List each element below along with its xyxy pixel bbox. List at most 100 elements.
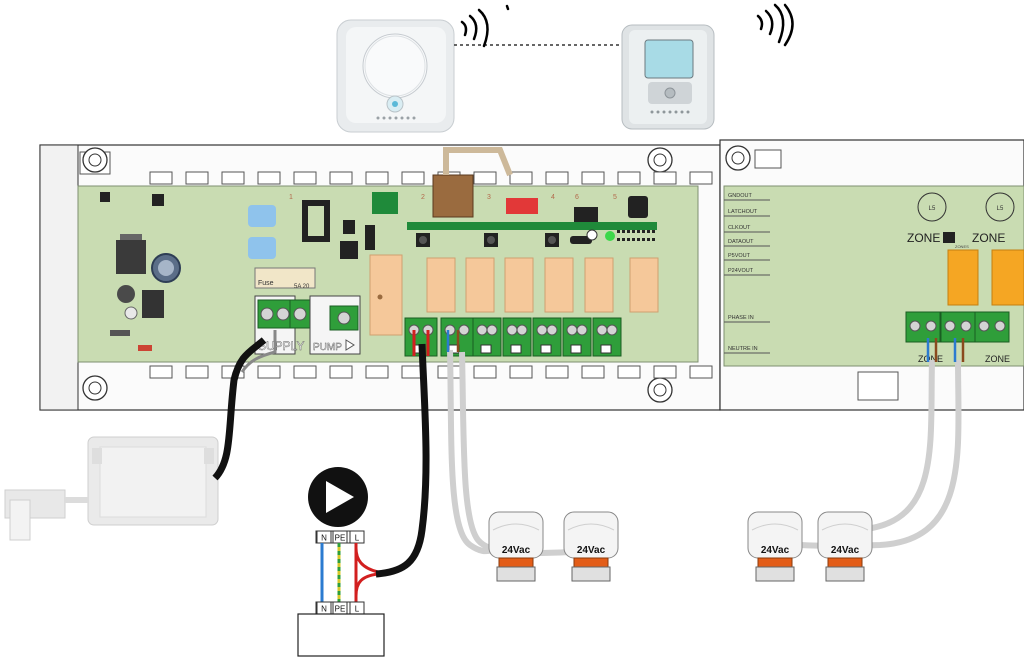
supply-label: SUPPLY	[258, 339, 304, 353]
terminal-tag	[480, 344, 492, 354]
dial-thermostat	[336, 19, 455, 133]
expansion-module-housing: GNDOUTLATCHOUTCLKOUTDATAOUTP5VOUTP24VOUT…	[719, 139, 1024, 411]
actuator-voltage-label: 24Vac	[831, 545, 860, 556]
thermal-actuator: 24Vac	[563, 511, 619, 582]
zone-small-label: ZONES	[955, 244, 969, 249]
channel-relay	[584, 257, 614, 313]
terminal-tag	[600, 344, 612, 354]
circulation-pump-icon	[308, 467, 368, 527]
housing-clip	[473, 365, 497, 379]
channel-number: 1	[289, 194, 293, 201]
terminal-tag	[510, 344, 522, 354]
housing-clip	[185, 365, 209, 379]
housing-clip	[581, 171, 605, 185]
header-pin	[652, 238, 655, 241]
pump-terminal-label: L	[355, 534, 360, 543]
expansion-signal-label: DATAOUT	[728, 239, 754, 245]
channel-relay	[544, 257, 574, 313]
housing-clip	[689, 171, 713, 185]
housing-clip	[329, 171, 353, 185]
terminal-screw	[476, 324, 488, 336]
supply-cable	[212, 337, 267, 481]
housing-clip	[257, 365, 281, 379]
channel-number: 6	[575, 194, 579, 201]
housing-clip	[365, 365, 389, 379]
expansion-signal-label: PHASE IN	[728, 315, 754, 321]
channel-relay	[465, 257, 495, 313]
phase-wire	[354, 547, 379, 574]
channel-relay	[629, 257, 659, 313]
zone-label: ZONE	[972, 231, 1005, 245]
zone-relay-label: ZONE	[918, 354, 943, 364]
terminal-screw	[576, 324, 588, 336]
terminal-screw	[546, 324, 558, 336]
header-pin	[627, 238, 630, 241]
actuator-cable	[871, 359, 935, 531]
terminal-screw	[458, 324, 470, 336]
zone-label: ZONE	[907, 231, 940, 245]
housing-clip	[401, 171, 425, 185]
actuator-cable	[447, 349, 493, 555]
digital-thermostat	[621, 24, 715, 130]
channel-number: 4	[551, 194, 555, 201]
expansion-signal-label: P24VOUT	[728, 268, 754, 274]
pump-terminal-label: PE	[335, 605, 346, 614]
expansion-signal-label: LATCHOUT	[728, 209, 758, 215]
housing-clip	[365, 171, 389, 185]
pump-terminal	[316, 530, 332, 544]
header-pin	[632, 230, 635, 233]
zone-relay-label: ZONE	[985, 354, 1010, 364]
housing-clip	[509, 365, 533, 379]
actuator-base	[755, 566, 795, 582]
terminal-screw	[444, 324, 456, 336]
expansion-signal-label: CLKOUT	[728, 225, 751, 231]
housing-clip	[257, 171, 281, 185]
terminal-screw	[978, 320, 990, 332]
actuator-body	[821, 523, 869, 531]
terminal-tag	[570, 344, 582, 354]
actuator-voltage-label: 24Vac	[577, 545, 606, 556]
thermal-actuator: 24Vac	[488, 511, 544, 582]
actuator-body	[492, 523, 540, 531]
housing-clip	[293, 365, 317, 379]
housing-clip	[581, 365, 605, 379]
header-pin	[647, 230, 650, 233]
phase-wire	[354, 572, 379, 597]
expansion-terminal-label: L5	[997, 206, 1004, 212]
power-supply-unit	[87, 436, 219, 526]
housing-clip	[689, 365, 713, 379]
header-pin	[637, 238, 640, 241]
pump-terminal-label: N	[321, 605, 327, 614]
channel-relay	[426, 257, 456, 313]
header-pin	[647, 238, 650, 241]
pump-terminal-strip: N PE L	[315, 601, 365, 615]
pump-terminal-label: L	[355, 605, 360, 614]
housing-clip	[509, 171, 533, 185]
expansion-signal-label: NEUTRE IN	[728, 346, 758, 352]
expansion-terminal-label: L5	[929, 206, 936, 212]
pump-cable	[375, 343, 430, 578]
terminal-screw	[606, 324, 618, 336]
housing-clip	[617, 365, 641, 379]
header-pin	[642, 230, 645, 233]
terminal-screw	[516, 324, 528, 336]
housing-clip	[473, 171, 497, 185]
terminal-screw	[566, 324, 578, 336]
housing-clip	[653, 171, 677, 185]
thermal-actuator: 24Vac	[747, 511, 803, 582]
channel-number: 2	[421, 194, 425, 201]
supply-terminal-block: SUPPLY	[254, 295, 311, 355]
terminal-screw	[960, 320, 972, 332]
terminal-screw	[486, 324, 498, 336]
output-terminal-row	[404, 317, 622, 357]
actuator-collar	[827, 557, 863, 568]
terminal-screw	[536, 324, 548, 336]
housing-clip	[329, 365, 353, 379]
supply-cable-grey	[240, 330, 277, 373]
header-pin	[617, 238, 620, 241]
terminal-screw	[994, 320, 1006, 332]
housing-clip	[149, 171, 173, 185]
channel-number: 3	[487, 194, 491, 201]
channel-number: 5	[613, 194, 617, 201]
